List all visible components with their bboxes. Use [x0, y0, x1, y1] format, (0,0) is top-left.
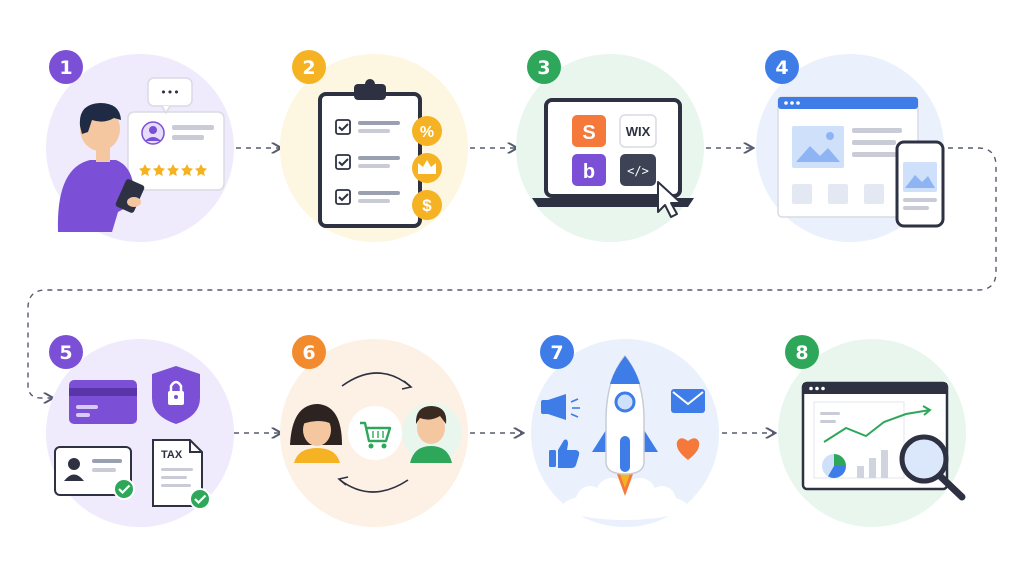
svg-text:WIX: WIX: [626, 124, 651, 139]
email-envelope-icon: [671, 389, 705, 413]
mouse-cursor-icon: [657, 181, 682, 218]
svg-text:b: b: [583, 161, 595, 183]
smoke-cloud: [563, 478, 687, 520]
connector-4-5: [27, 147, 997, 398]
step-6-badge: 6: [292, 335, 326, 369]
trend-line-icon: [823, 409, 931, 443]
chat-dots: •••: [160, 86, 179, 99]
rocket-icon: [592, 354, 658, 496]
chat-bubble-icon: •••: [147, 77, 193, 115]
connectors: [27, 147, 997, 433]
step-4-illustration: [777, 96, 945, 228]
verified-check-icon: [113, 478, 135, 500]
svg-text:5: 5: [59, 342, 72, 364]
rating-stars-icon: [139, 164, 207, 176]
image-placeholder-icon: [792, 126, 844, 168]
step-8-illustration: [801, 381, 966, 501]
tax-label: TAX: [161, 449, 183, 461]
svg-text:7: 7: [550, 342, 563, 364]
magnifier-icon: [899, 434, 966, 501]
step-1-illustration: •••: [57, 77, 225, 232]
svg-text:3: 3: [537, 57, 550, 79]
woman-avatar-icon: [286, 403, 346, 463]
svg-text:8: 8: [795, 342, 808, 364]
svg-text:2: 2: [302, 57, 315, 79]
svg-text:4: 4: [775, 57, 788, 79]
bar-chart-icon: [857, 450, 888, 478]
step-3-badge: 3: [527, 50, 561, 84]
step-1-badge: 1: [49, 50, 83, 84]
heart-icon: [676, 438, 700, 460]
step-badges: 1 2 3 4 5 6 7 8: [49, 50, 819, 369]
man-avatar-icon: [402, 403, 462, 463]
svg-text:S: S: [582, 122, 595, 144]
thumbs-up-icon: [549, 439, 580, 468]
smartphone-icon: [895, 140, 945, 228]
percent-coin-icon: %: [412, 116, 442, 146]
wix-logo-icon: WIX: [619, 114, 657, 148]
svg-text:1: 1: [59, 57, 72, 79]
step-3-illustration: S WIX b </>: [532, 98, 694, 218]
laptop-screen: [544, 98, 682, 198]
review-card: [127, 111, 225, 191]
crown-coin-icon: [412, 153, 442, 183]
tax-document-icon: TAX: [152, 439, 211, 510]
step-8-badge: 8: [785, 335, 819, 369]
step-5-badge: 5: [49, 335, 83, 369]
step-6-illustration: [286, 372, 462, 493]
step-5-illustration: TAX: [54, 366, 211, 510]
step-2-illustration: % $: [318, 79, 442, 228]
svg-text:$: $: [422, 196, 432, 215]
svg-text:6: 6: [302, 342, 315, 364]
step-2-badge: 2: [292, 50, 326, 84]
svg-text:%: %: [420, 124, 434, 141]
laptop-base: [532, 198, 694, 207]
id-card-icon: [54, 446, 135, 500]
shopping-cart-icon: [348, 406, 402, 460]
squarespace-logo-icon: S: [572, 115, 606, 147]
pie-chart-icon: [822, 454, 846, 479]
security-shield-icon: [152, 366, 200, 424]
code-icon: </>: [620, 154, 656, 186]
megaphone-icon: [541, 394, 580, 420]
step-7-badge: 7: [540, 335, 574, 369]
dollar-coin-icon: $: [412, 190, 442, 220]
checklist-items: [335, 119, 400, 205]
step-4-badge: 4: [765, 50, 799, 84]
bigcommerce-logo-icon: b: [572, 154, 606, 186]
person-with-tablet-icon: [57, 103, 145, 232]
verified-check-icon: [189, 488, 211, 510]
svg-text:</>: </>: [627, 164, 649, 178]
step-7-illustration: [541, 354, 705, 520]
credit-card-icon: [69, 380, 137, 424]
